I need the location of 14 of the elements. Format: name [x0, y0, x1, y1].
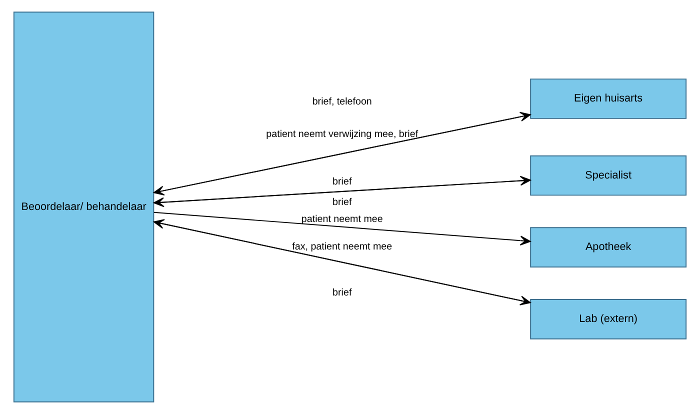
edge-label: brief	[332, 288, 352, 299]
node-box: Lab (extern)	[530, 299, 686, 340]
edge-label: patient neemt mee	[300, 214, 382, 225]
edge-label: brief	[332, 197, 352, 208]
edge-label: patient neemt verwijzing mee, brief	[266, 129, 418, 140]
node-box: Apotheek	[530, 227, 686, 268]
node-box: Eigen huisarts	[530, 78, 686, 119]
edge-label: brief, telefoon	[312, 96, 372, 108]
node-box: Beoordelaar/ behandelaar	[12, 12, 154, 402]
edge-label: brief	[332, 176, 352, 188]
arrow	[152, 180, 530, 208]
node-box: Specialist	[530, 155, 686, 196]
edge-label: fax, patient neemt mee	[292, 241, 392, 252]
arrow	[152, 212, 530, 246]
